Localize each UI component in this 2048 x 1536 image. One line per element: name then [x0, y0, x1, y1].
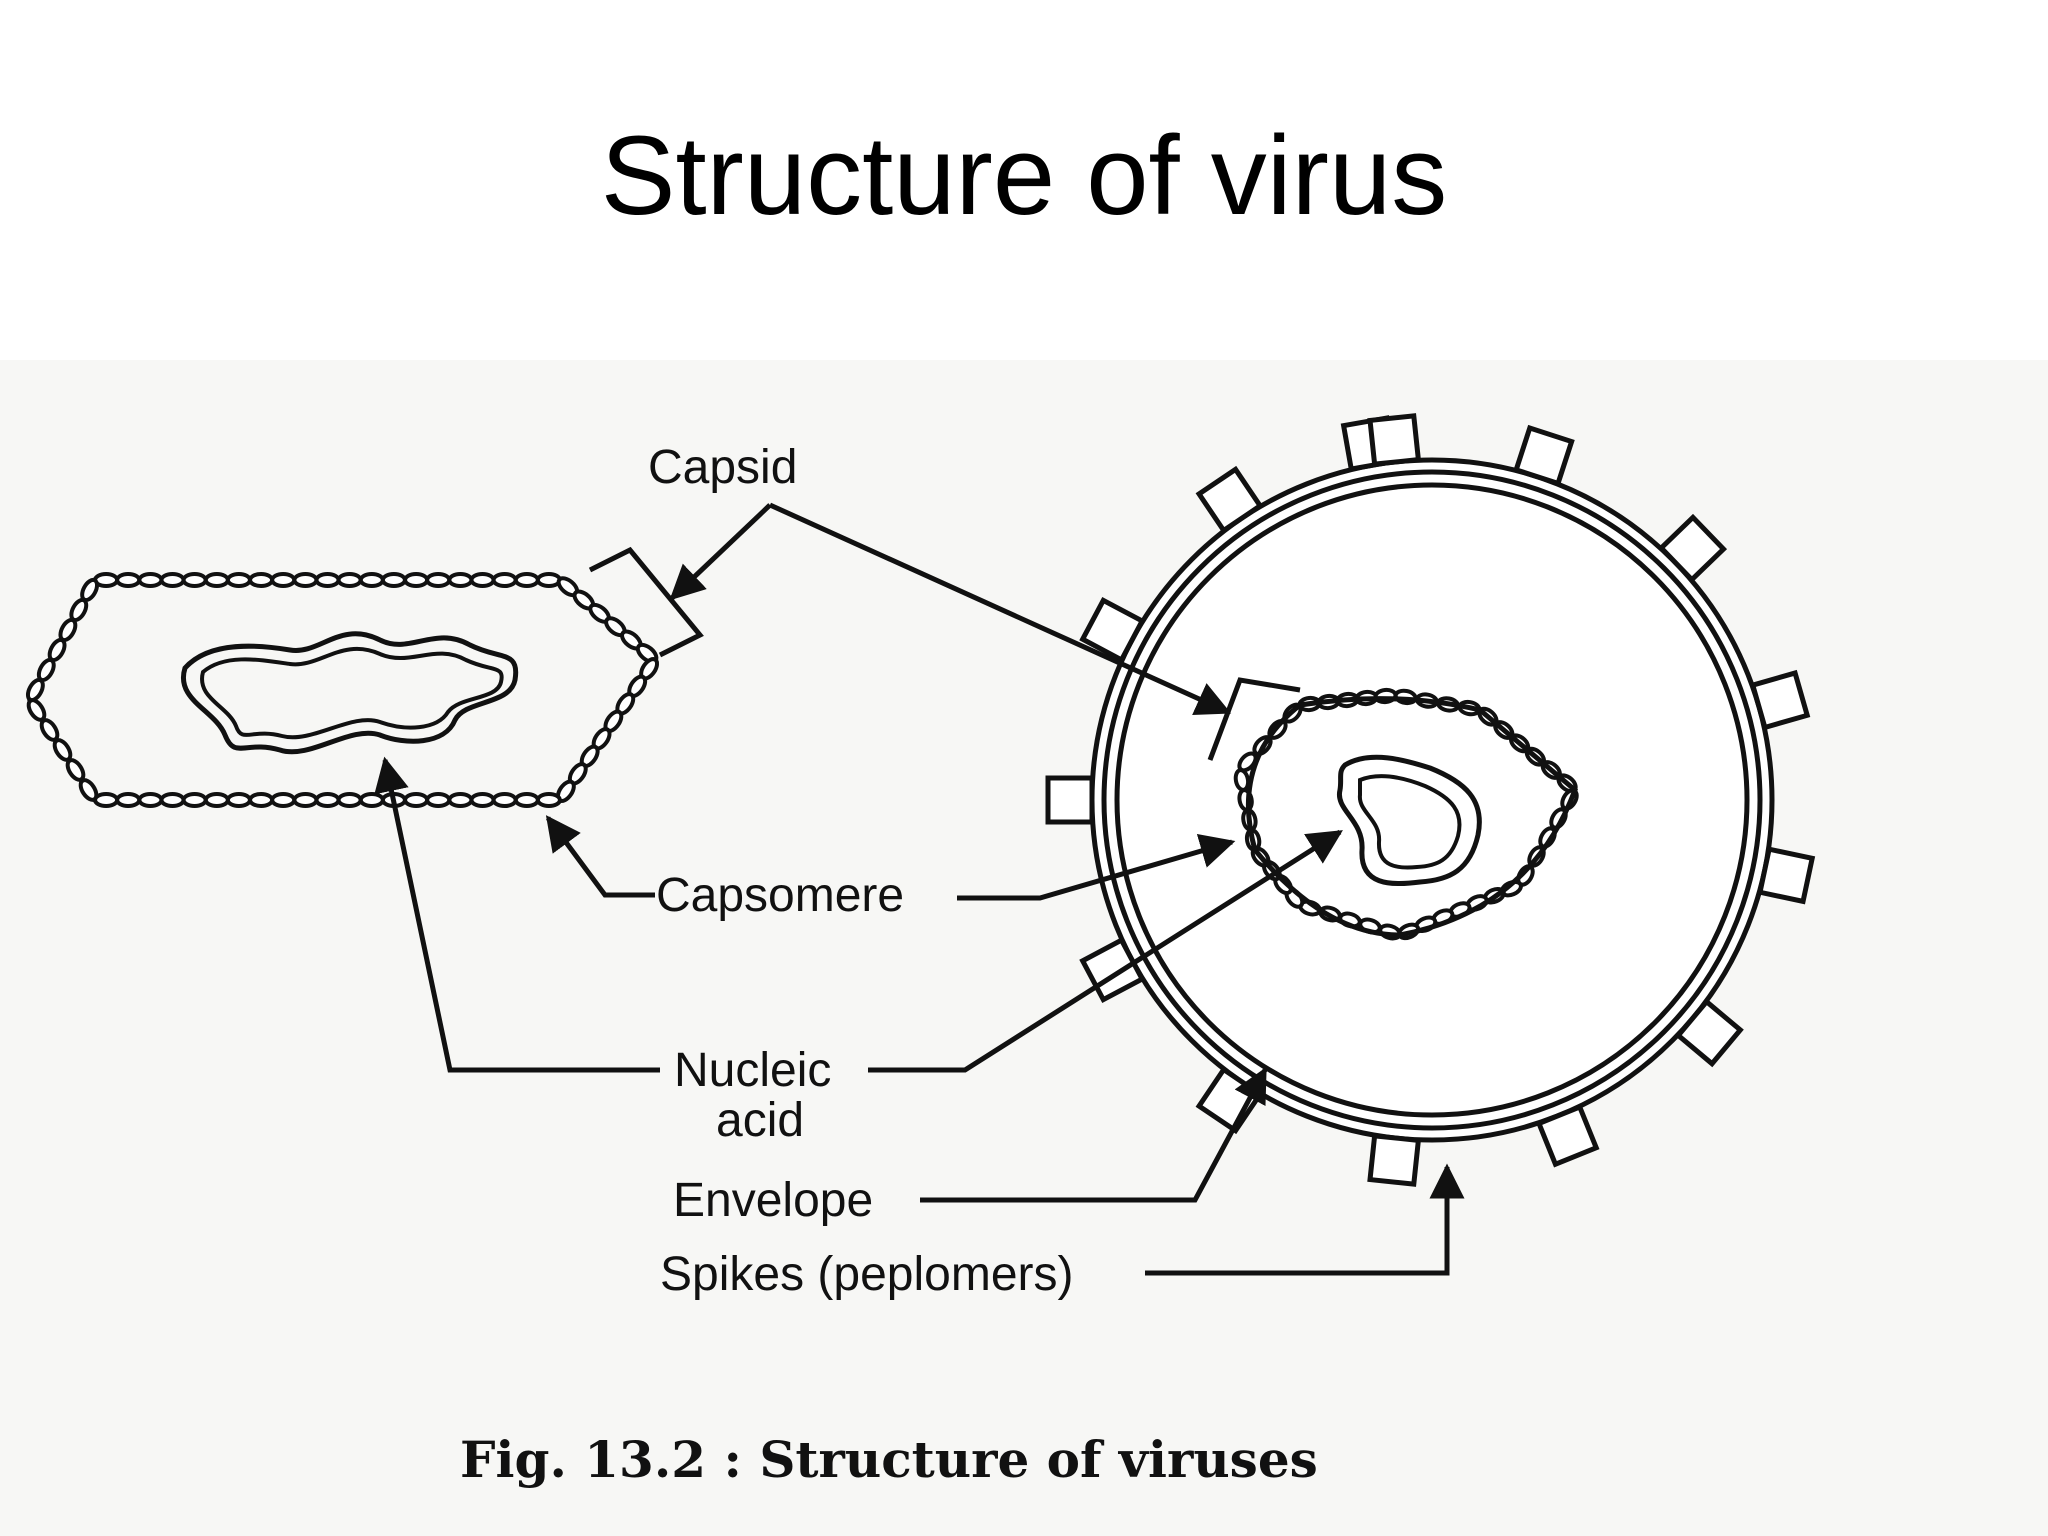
capsomere-bead [115, 572, 142, 588]
capsomere-bead [292, 792, 319, 808]
capsomere-bead [535, 572, 562, 588]
capsomere-bead [403, 572, 430, 588]
enveloped-nucleic-acid-outer [1336, 754, 1482, 887]
helical-nucleic-acid-outer [180, 631, 519, 755]
capsomere-bead [80, 577, 100, 603]
spike [1367, 1133, 1422, 1187]
helical-virus [25, 572, 660, 808]
capsomere-bead [380, 572, 407, 588]
label-envelope: Envelope [673, 1174, 873, 1227]
capsomere-bead [225, 572, 252, 588]
capsomere-bead [447, 792, 474, 808]
spike [1195, 465, 1264, 534]
capsomere-bead [425, 792, 452, 808]
capsomere-bead [159, 792, 186, 808]
capsomere-bead [159, 572, 186, 588]
capsid-bracket-left-virus [588, 546, 704, 658]
spike [1045, 775, 1095, 825]
capsomere-bead [203, 792, 230, 808]
spikes-group [1045, 413, 1816, 1187]
capsomere-bead [336, 792, 363, 808]
capsomere-bead [358, 572, 385, 588]
capsomere-bead [270, 792, 297, 808]
capsid-bracket-right-virus [1207, 677, 1301, 761]
capsomere-bead [469, 792, 496, 808]
spike [1535, 1103, 1600, 1168]
capsomere-bead [491, 792, 518, 808]
label-spikes: Spikes (peplomers) [660, 1248, 1073, 1301]
capsomere-bead [513, 572, 540, 588]
capsomere-bead [314, 572, 341, 588]
label-capsomere: Capsomere [656, 869, 904, 922]
capsomere-bead [115, 792, 142, 808]
capsomere-bead [93, 792, 120, 808]
capsomere-bead [535, 792, 562, 808]
envelope-middle-ring [1101, 469, 1763, 1131]
capsomere-bead [26, 698, 47, 722]
slide-title: Structure of virus [600, 113, 1448, 238]
capsomere-bead [248, 792, 275, 808]
capsomere-bead [181, 792, 208, 808]
capsomere-bead [491, 572, 518, 588]
spike [1079, 596, 1146, 664]
label-nucleic-acid-line1: Nucleic [674, 1044, 831, 1097]
enveloped-virus [1045, 413, 1816, 1187]
capsomere-bead [1237, 751, 1258, 773]
capsomere-bead [469, 572, 496, 588]
envelope-inner-ring [1114, 482, 1750, 1118]
capsomere-bead [248, 572, 275, 588]
capsomere-bead [403, 792, 430, 808]
helical-capsid-outline [27, 577, 659, 803]
capsomere-bead [425, 572, 452, 588]
capsomere-bead [203, 572, 230, 588]
helical-nucleic-acid-inner [200, 646, 504, 740]
capsomere-bead [358, 792, 385, 808]
spike [1367, 413, 1422, 467]
spike [1513, 424, 1575, 487]
capsomere-bead [447, 572, 474, 588]
capsomere-bead [513, 792, 540, 808]
spike [1749, 669, 1811, 731]
inner-capsid-outline [1245, 696, 1578, 938]
figure-caption: Fig. 13.2 : Structure of viruses [460, 1430, 1318, 1489]
capsomere-bead [181, 572, 208, 588]
leader-lines [374, 502, 1465, 1276]
spike [1757, 846, 1816, 905]
capsomere-bead [137, 572, 164, 588]
capsomere-bead [225, 792, 252, 808]
spike [1674, 998, 1744, 1068]
label-capsid: Capsid [648, 441, 797, 494]
capsomere-bead [137, 792, 164, 808]
label-nucleic-acid-line2: acid [716, 1094, 804, 1147]
helical-capsomere-chain [25, 572, 660, 808]
capsomere-bead [336, 572, 363, 588]
capsomere-bead [270, 572, 297, 588]
enveloped-nucleic-acid-inner [1357, 774, 1462, 870]
capsomere-bead [292, 572, 319, 588]
envelope-outer-ring [1089, 457, 1775, 1143]
spike [1657, 513, 1728, 584]
capsomere-bead [314, 792, 341, 808]
